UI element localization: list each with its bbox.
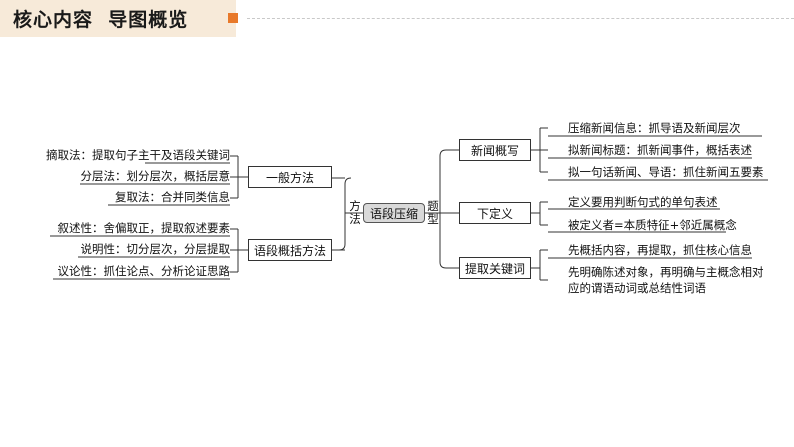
type-node-definition: 下定义 (459, 202, 531, 224)
method-char-2: 法 (349, 212, 361, 226)
type-char-1: 题 (427, 199, 439, 213)
method-node-label: 语段概括方法 (253, 243, 326, 258)
type-node-label: 新闻概写 (470, 143, 519, 158)
type-item: 先概括内容，再提取，抓住核心信息 (568, 243, 752, 257)
method-item: 叙述性：舍偏取正，提取叙述要素 (57, 221, 231, 235)
section-title: 核心内容 导图概览 (13, 9, 189, 31)
type-node-news: 新闻概写 (459, 139, 531, 161)
type-item: 压缩新闻信息：抓导语及新闻层次 (568, 121, 741, 135)
type-item: 应的谓语动词或总结性词语 (568, 281, 706, 295)
type-node-label: 下定义 (476, 206, 513, 221)
method-item: 摘取法：提取句子主干及语段关键词 (46, 148, 230, 162)
type-item: 拟新闻标题：抓新闻事件，概括表述 (568, 143, 752, 157)
type-char-2: 型 (427, 212, 439, 226)
type-node-keywords: 提取关键词 (459, 257, 531, 279)
method-item: 议论性：抓住论点、分析论证思路 (57, 264, 231, 278)
method-item: 说明性：切分层次，分层提取 (80, 242, 231, 256)
type-item: 定义要用判断句式的单句表述 (568, 195, 718, 209)
accent-square (228, 13, 238, 23)
type-branch-label: 题 型 (427, 200, 439, 226)
header-divider (247, 18, 794, 19)
type-item: 先明确陈述对象，再明确与主概念相对 (568, 265, 764, 279)
center-node-label: 语段压缩 (369, 206, 418, 221)
type-item: 拟一句话新闻、导语：抓住新闻五要素 (568, 165, 764, 179)
method-node-general: 一般方法 (248, 166, 332, 188)
section-header-tab: 核心内容 导图概览 (0, 0, 236, 37)
method-node-paragraph: 语段概括方法 (248, 239, 332, 261)
type-node-label: 提取关键词 (464, 261, 525, 276)
method-item: 复取法：合并同类信息 (115, 190, 230, 204)
method-node-label: 一般方法 (265, 170, 314, 185)
center-node: 语段压缩 (363, 203, 425, 223)
type-item: 被定义者=本质特征+邻近属概念 (568, 218, 737, 232)
method-branch-label: 方 法 (349, 200, 361, 226)
method-item: 分层法：划分层次，概括层意 (80, 169, 231, 183)
method-char-1: 方 (349, 199, 361, 213)
